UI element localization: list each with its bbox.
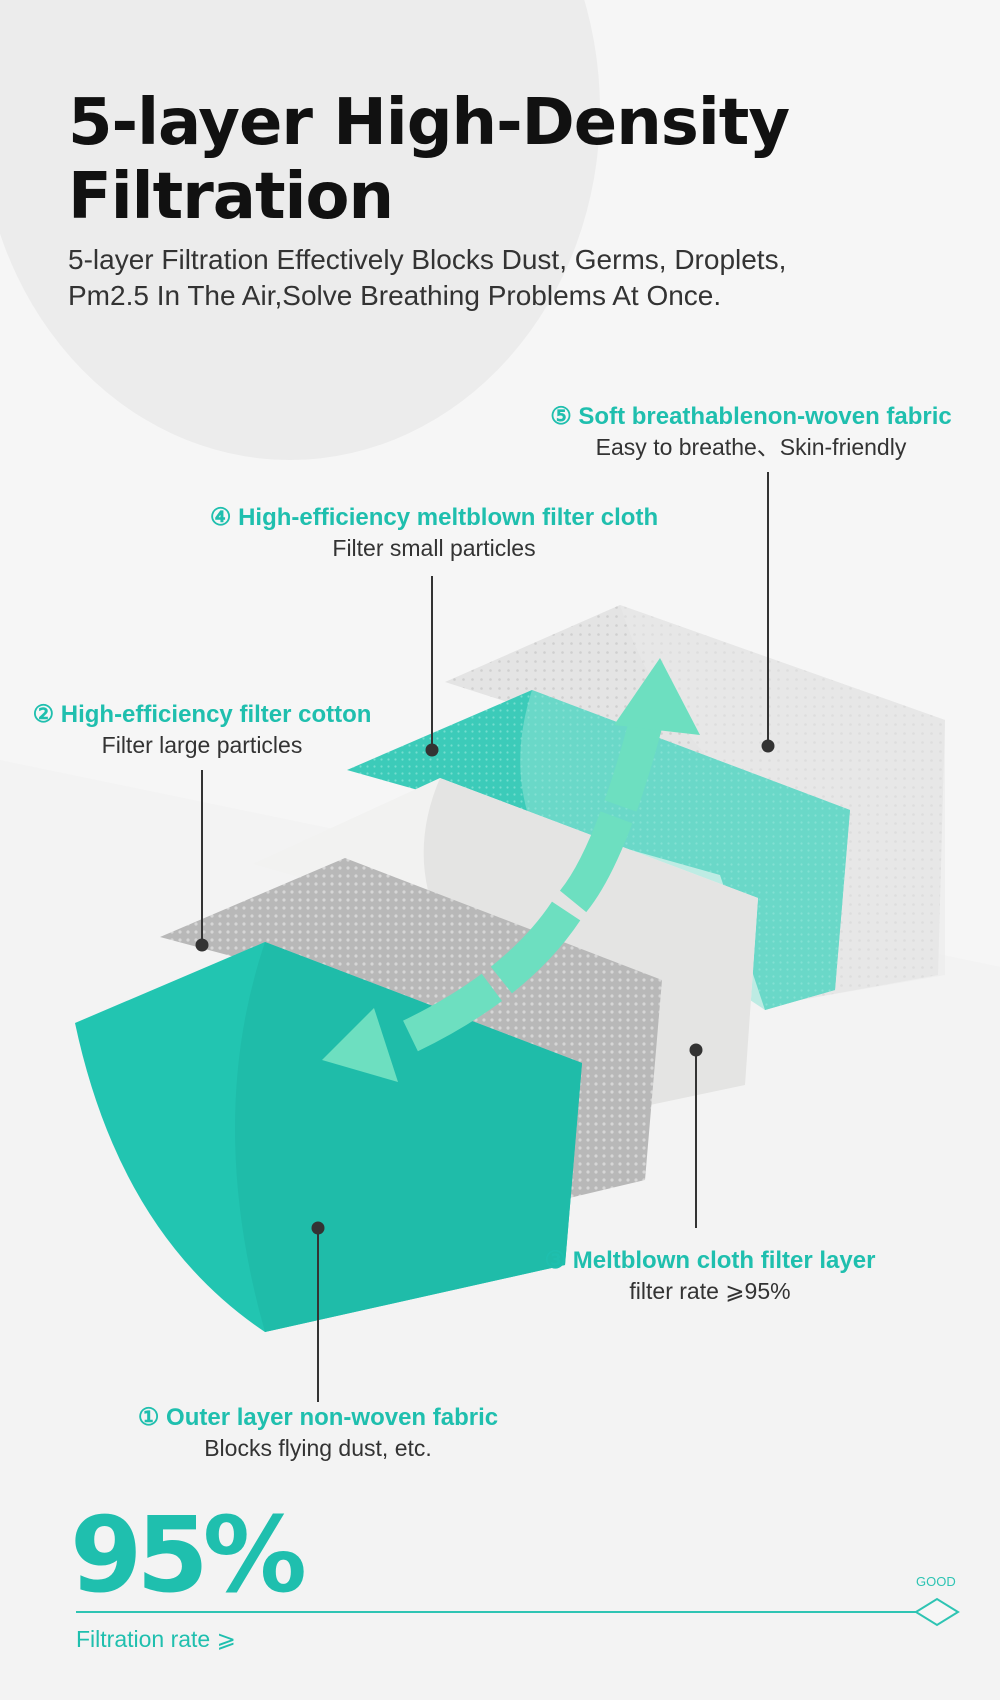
callout-title: ⑤ Soft breathablenon-woven fabric (550, 403, 952, 430)
callout-title: ② High-efficiency filter cotton (32, 701, 372, 728)
subtitle-line-2: Pm2.5 In The Air,Solve Breathing Problem… (68, 280, 722, 311)
callout-description: Blocks flying dust, etc. (204, 1435, 432, 1461)
subtitle-line-1: 5-layer Filtration Effectively Blocks Du… (68, 244, 787, 275)
scale-good-label: GOOD (916, 1574, 956, 1589)
filtration-rate-value: 95% (70, 1494, 307, 1616)
callout-title: ③ Meltblown cloth filter layer (544, 1247, 876, 1274)
page-subtitle: 5-layer Filtration Effectively Blocks Du… (68, 242, 786, 314)
callout-title: ① Outer layer non-woven fabric (137, 1404, 499, 1431)
callout-description: Easy to breathe、Skin-friendly (595, 434, 907, 460)
layer-1-outer-nonwoven-shape (75, 942, 582, 1332)
page-title: 5-layer High-Density Filtration (68, 86, 790, 234)
leader-dot-layer-3 (689, 1043, 703, 1057)
callout-description: Filter small particles (332, 535, 536, 561)
layer-4-meltblown-shape (347, 690, 850, 1010)
leader-dot-layer-5 (761, 739, 775, 753)
callout-layer-3: ③ Meltblown cloth filter layer filter ra… (536, 1246, 884, 1306)
callout-layer-2: ② High-efficiency filter cotton Filter l… (20, 700, 384, 760)
leader-dot-layer-2 (195, 938, 209, 952)
callout-description: Filter large particles (101, 732, 303, 758)
leader-dot-layer-4 (425, 743, 439, 757)
airflow-arrow (322, 658, 700, 1082)
filtration-rate-label: Filtration rate ⩾ (76, 1626, 236, 1652)
leader-dots (195, 739, 775, 1235)
leader-lines (201, 472, 769, 1402)
callout-description: filter rate ⩾95% (629, 1278, 791, 1304)
callout-layer-5: ⑤ Soft breathablenon-woven fabric Easy t… (548, 402, 954, 462)
leader-dot-layer-1 (311, 1221, 325, 1235)
callout-title: ④ High-efficiency meltblown filter cloth (209, 504, 659, 531)
callout-layer-4: ④ High-efficiency meltblown filter cloth… (200, 503, 668, 563)
callout-layer-1: ① Outer layer non-woven fabric Blocks fl… (136, 1403, 500, 1463)
scale-marker-diamond (914, 1597, 960, 1627)
filtration-scale (76, 1597, 960, 1627)
